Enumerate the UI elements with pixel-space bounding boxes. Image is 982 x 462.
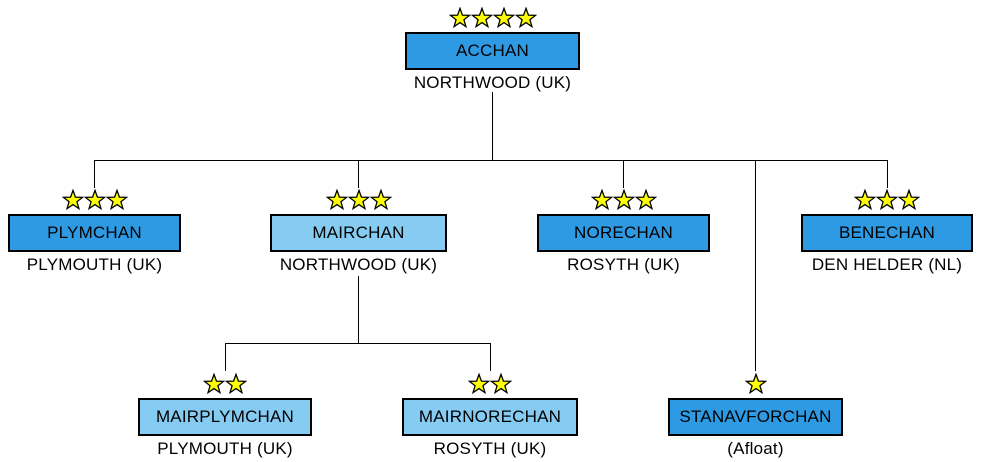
connector-drop-plymchan	[94, 160, 95, 188]
unit-label: NORECHAN	[574, 223, 673, 242]
unit-label: ACCHAN	[456, 41, 529, 60]
rank-stars	[468, 373, 512, 395]
org-node-plymchan: PLYMCHAN PLYMOUTH (UK)	[8, 189, 181, 275]
org-node-benechan: BENECHAN DEN HELDER (NL)	[801, 189, 973, 275]
unit-box-mairchan: MAIRCHAN	[270, 214, 447, 252]
star-icon	[490, 373, 512, 395]
connector-drop-norechan	[623, 160, 624, 188]
connector-drop-mairchan	[358, 160, 359, 188]
org-node-acchan: ACCHAN NORTHWOOD (UK)	[405, 7, 580, 93]
star-icon	[744, 373, 767, 395]
connector-drop-stanavforchan	[755, 160, 756, 371]
rank-stars	[744, 373, 767, 395]
connector-sub-rail	[225, 343, 491, 344]
star-icon	[468, 373, 490, 395]
star-icon	[612, 189, 635, 211]
unit-location: PLYMOUTH (UK)	[157, 439, 293, 458]
unit-location: (Afloat)	[727, 439, 784, 458]
star-icon	[347, 189, 370, 211]
unit-location: ROSYTH (UK)	[567, 255, 680, 274]
unit-label: MAIRCHAN	[312, 223, 405, 242]
star-icon	[470, 7, 493, 29]
unit-box-acchan: ACCHAN	[405, 32, 580, 70]
connector-drop-mairplymchan	[225, 343, 226, 371]
star-icon	[325, 189, 348, 211]
unit-label: STANAVFORCHAN	[679, 407, 832, 426]
org-node-mairchan: MAIRCHAN NORTHWOOD (UK)	[270, 189, 447, 275]
star-icon	[369, 189, 392, 211]
unit-box-norechan: NORECHAN	[537, 214, 710, 252]
rank-stars	[590, 189, 657, 211]
star-icon	[854, 189, 876, 211]
unit-box-mairnorechan: MAIRNORECHAN	[402, 398, 578, 436]
connector-drop-benechan	[887, 160, 888, 188]
unit-location: NORTHWOOD (UK)	[279, 255, 438, 274]
unit-box-plymchan: PLYMCHAN	[8, 214, 181, 252]
unit-label: PLYMCHAN	[47, 223, 142, 242]
unit-label: MAIRPLYMCHAN	[155, 407, 295, 426]
unit-location: NORTHWOOD (UK)	[413, 73, 572, 92]
unit-label: BENECHAN	[838, 223, 936, 242]
rank-stars	[854, 189, 920, 211]
star-icon	[492, 7, 515, 29]
unit-location: DEN HELDER (NL)	[811, 255, 963, 274]
unit-location: ROSYTH (UK)	[433, 439, 547, 458]
star-icon	[203, 373, 225, 395]
rank-stars	[448, 7, 537, 29]
connector-acchan-down	[492, 92, 493, 160]
connector-drop-mairnorechan	[490, 343, 491, 371]
star-icon	[225, 373, 247, 395]
unit-box-stanavforchan: STANAVFORCHAN	[668, 398, 843, 436]
connector-main-rail	[94, 160, 888, 161]
unit-location: PLYMOUTH (UK)	[26, 255, 163, 274]
star-icon	[105, 189, 128, 211]
unit-box-benechan: BENECHAN	[801, 214, 973, 252]
star-icon	[876, 189, 898, 211]
star-icon	[448, 7, 471, 29]
star-icon	[514, 7, 537, 29]
org-node-norechan: NORECHAN ROSYTH (UK)	[537, 189, 710, 275]
rank-stars	[325, 189, 392, 211]
connector-mairchan-down	[358, 276, 359, 343]
star-icon	[590, 189, 613, 211]
org-node-stanavforchan: STANAVFORCHAN (Afloat)	[668, 373, 843, 459]
rank-stars	[61, 189, 128, 211]
org-node-mairnorechan: MAIRNORECHAN ROSYTH (UK)	[402, 373, 578, 459]
rank-stars	[203, 373, 247, 395]
unit-box-mairplymchan: MAIRPLYMCHAN	[138, 398, 312, 436]
unit-label: MAIRNORECHAN	[418, 407, 562, 426]
star-icon	[634, 189, 657, 211]
star-icon	[61, 189, 84, 211]
star-icon	[898, 189, 920, 211]
org-node-mairplymchan: MAIRPLYMCHAN PLYMOUTH (UK)	[138, 373, 312, 459]
star-icon	[83, 189, 106, 211]
